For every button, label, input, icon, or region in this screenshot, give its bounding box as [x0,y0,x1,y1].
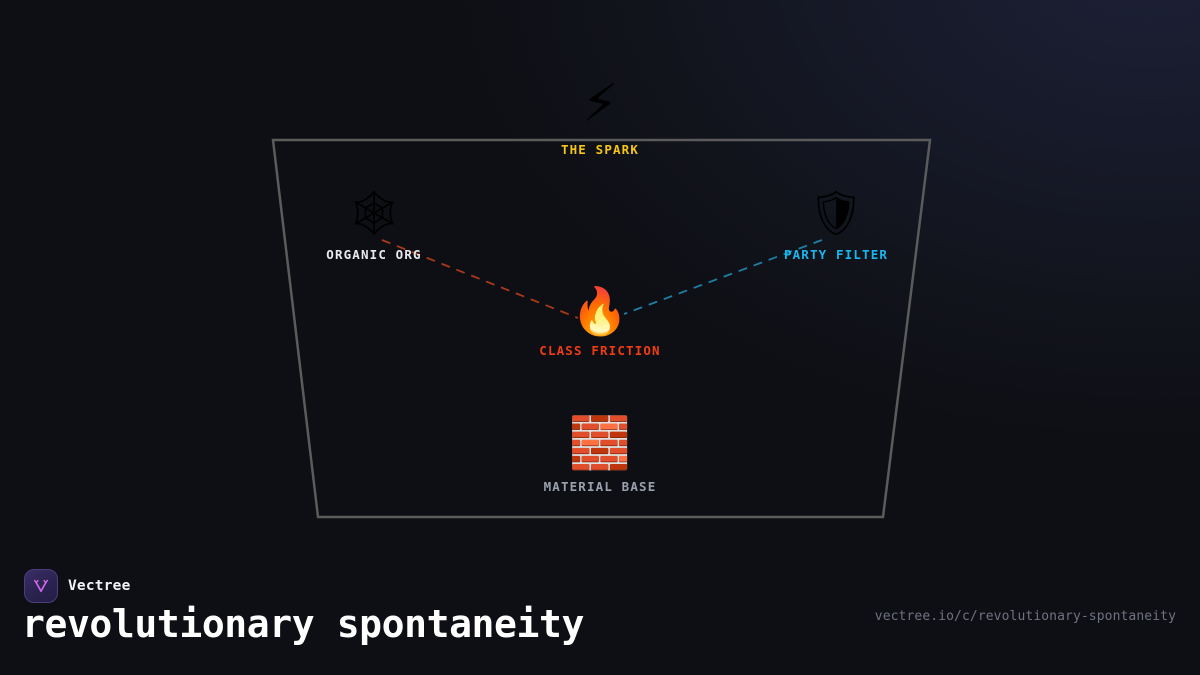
edge-organic-org-to-class-friction [381,239,579,319]
node-class-friction[interactable]: 🔥 CLASS FRICTION [490,288,710,358]
brand-name: Vectree [68,578,131,594]
lightning-bolt-icon: ⚡ [581,74,619,134]
node-the-spark[interactable]: ⚡ THE SPARK [490,78,710,157]
fire-icon: 🔥 [571,284,629,338]
vectree-logo-icon [24,569,58,603]
trapezoid-frame [271,138,932,519]
edge-party-filter-to-class-friction [623,239,823,315]
diagram-vector-layer [271,138,932,519]
shield-icon: 🛡 [808,188,864,239]
brick-wall-icon: 🧱 [568,414,632,472]
footer-bar: Vectree revolutionary spontaneity vectre… [0,555,1200,675]
node-organic-org[interactable]: 🕸 ORGANIC ORG [264,188,484,263]
spider-web-icon: 🕸 [346,188,402,239]
diagram-canvas: ⚡ THE SPARK 🕸 ORGANIC ORG 🛡 PARTY FILTER… [264,78,946,519]
node-party-filter[interactable]: 🛡 PARTY FILTER [726,188,946,263]
page-title: revolutionary spontaneity [22,602,584,646]
page-url[interactable]: vectree.io/c/revolutionary-spontaneity [874,609,1176,624]
vectree-mark-icon [33,579,49,593]
node-label-class-friction: CLASS FRICTION [539,343,661,358]
node-label-the-spark: THE SPARK [560,142,640,157]
brand-row[interactable]: Vectree [24,569,131,603]
node-label-party-filter: PARTY FILTER [783,247,889,262]
node-material-base[interactable]: 🧱 MATERIAL BASE [490,418,710,494]
node-label-organic-org: ORGANIC ORG [326,247,422,262]
node-label-material-base: MATERIAL BASE [543,479,657,494]
